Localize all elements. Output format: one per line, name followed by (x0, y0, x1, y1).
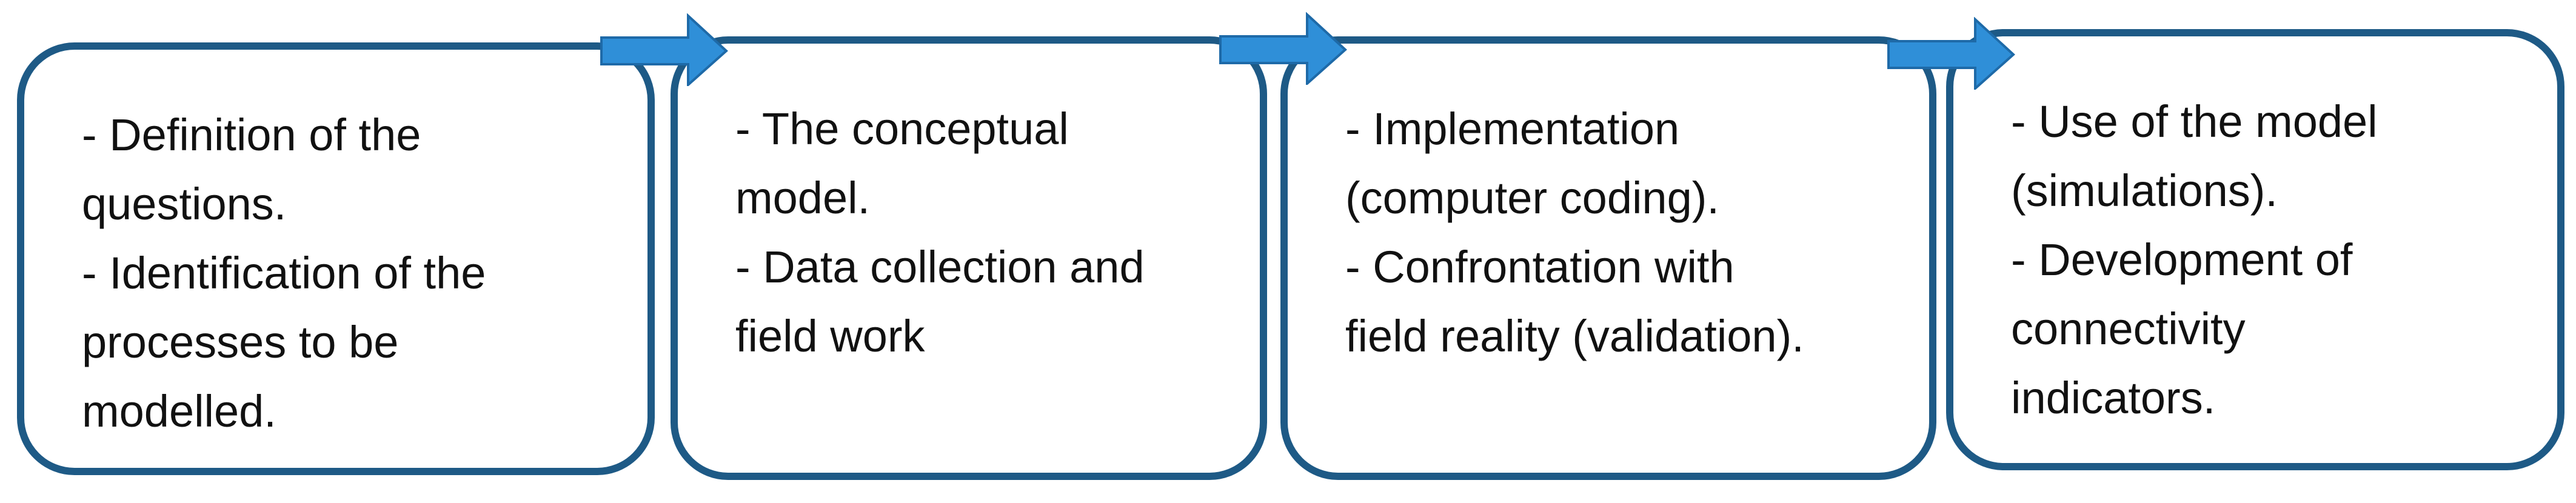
step-3-text: - Implementation (computer coding). - Co… (1345, 95, 1905, 371)
step-3-line-3: - Confrontation with (1345, 242, 1735, 292)
step-2-line-1: - The conceptual (735, 104, 1069, 154)
step-3-line-2: (computer coding). (1345, 173, 1719, 223)
step-2-line-4: field work (735, 311, 925, 361)
step-1-line-5: modelled. (82, 386, 276, 436)
step-4-text: - Use of the model (simulations). - Deve… (2011, 87, 2533, 433)
step-4-line-3: - Development of (2011, 235, 2353, 285)
step-1-line-3: - Identification of the (82, 248, 486, 298)
step-4-line-4: connectivity (2011, 304, 2246, 354)
step-2-text: - The conceptual model. - Data collectio… (735, 95, 1236, 371)
step-box-4: - Use of the model (simulations). - Deve… (1946, 29, 2564, 470)
step-4-line-2: (simulations). (2011, 165, 2278, 216)
step-4-line-5: indicators. (2011, 373, 2216, 423)
step-2-line-2: model. (735, 173, 871, 223)
step-2-line-3: - Data collection and (735, 242, 1145, 292)
arrow-right-icon (1219, 12, 1347, 85)
step-3-line-4: field reality (validation). (1345, 311, 1804, 361)
arrow-right-icon (600, 13, 728, 86)
step-4-line-1: - Use of the model (2011, 96, 2378, 147)
step-1-line-4: processes to be (82, 317, 399, 367)
step-box-2: - The conceptual model. - Data collectio… (671, 36, 1267, 480)
step-1-line-2: questions. (82, 179, 287, 229)
arrow-right-icon (1887, 17, 2015, 90)
step-1-line-1: - Definition of the (82, 110, 421, 160)
step-box-1: - Definition of the questions. - Identif… (17, 42, 655, 475)
step-3-line-1: - Implementation (1345, 104, 1680, 154)
step-1-text: - Definition of the questions. - Identif… (82, 101, 623, 446)
step-box-3: - Implementation (computer coding). - Co… (1280, 36, 1936, 480)
